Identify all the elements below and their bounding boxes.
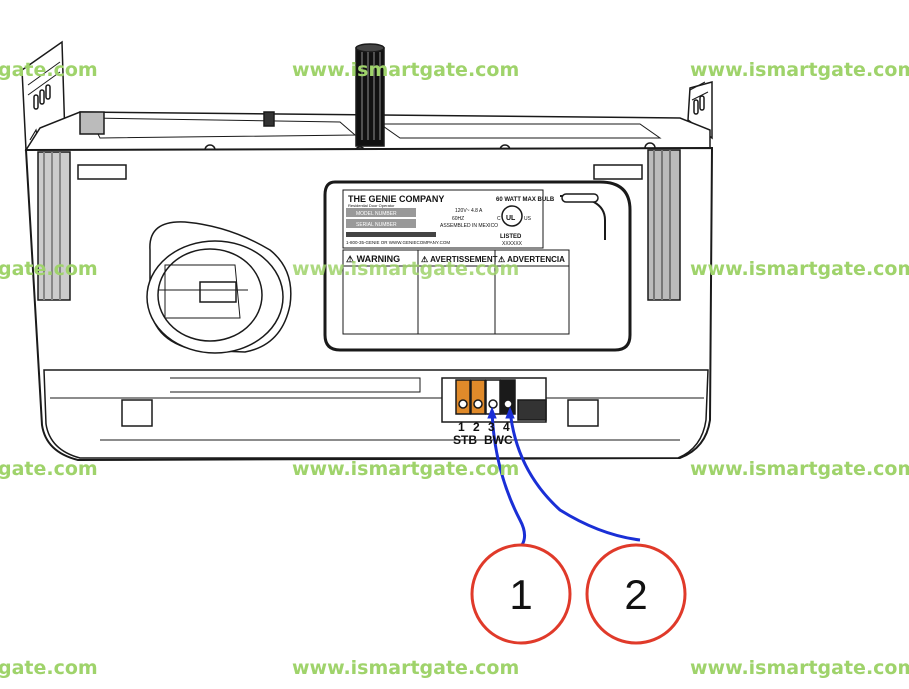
terminal-stb: STB — [453, 433, 477, 447]
terminal-2 — [470, 379, 486, 415]
watermark-left-3: gate.com — [0, 458, 98, 480]
terminal-number-2: 2 — [473, 420, 480, 434]
ul-c: C — [497, 216, 501, 222]
watermark-center-4: www.ismartgate.com — [292, 657, 520, 679]
terminal-number-1: 1 — [458, 420, 465, 434]
wire-1 — [490, 409, 527, 546]
label-bulb: 60 WATT MAX BULB — [496, 197, 555, 203]
watermark-right-1: www.ismartgate.com — [690, 59, 909, 81]
terminal-4 — [500, 379, 516, 415]
terminal-1 — [455, 379, 471, 415]
label-listed: LISTED — [500, 234, 522, 240]
ul-us: US — [524, 216, 532, 222]
warning-label: ⚠ WARNING — [346, 254, 400, 264]
label-serial: SERIAL NUMBER — [356, 222, 397, 228]
right-vent — [647, 149, 681, 301]
terminal-number-4: 4 — [503, 420, 510, 434]
label-phone: 1-800-35-GENIE OR WWW.GENIECOMPANY.COM — [346, 240, 450, 245]
watermark-center-3: www.ismartgate.com — [292, 458, 520, 480]
wire-2 — [508, 409, 641, 542]
label-listed-code: XXXXXX — [502, 241, 523, 247]
watermark-right-3: www.ismartgate.com — [690, 458, 909, 480]
label-rating: 120V~ 4.8 A — [455, 208, 483, 214]
watermark-left-4: gate.com — [0, 657, 98, 679]
label-model: MODEL NUMBER — [356, 211, 397, 217]
avertissement-label: ⚠ AVERTISSEMENT — [421, 255, 498, 264]
callout-circle-2 — [585, 543, 687, 645]
label-hz: 60HZ — [452, 216, 464, 222]
watermark-center-1: www.ismartgate.com — [292, 59, 520, 81]
ul-mark: UL — [506, 215, 516, 222]
callout-number-2: 2 — [624, 571, 647, 618]
watermark-right-2: www.ismartgate.com — [690, 258, 909, 280]
callout-circle-1 — [470, 543, 572, 645]
label-subtitle: Residential Door Operator — [348, 203, 395, 208]
terminal-number-3: 3 — [488, 420, 495, 434]
bulb-socket — [146, 221, 292, 354]
watermark-left-1: gate.com — [0, 59, 98, 81]
label-assembled: ASSEMBLED IN MEXICO — [440, 223, 498, 229]
watermark-center-2: www.ismartgate.com — [292, 258, 520, 280]
terminal-3 — [485, 379, 501, 415]
label-company: THE GENIE COMPANY — [348, 194, 444, 204]
watermark-right-4: www.ismartgate.com — [690, 657, 909, 679]
terminal-bwc: BWC — [484, 433, 513, 447]
advertencia-label: ⚠ ADVERTENCIA — [498, 255, 565, 264]
watermark-left-2: gate.com — [0, 258, 98, 280]
callout-number-1: 1 — [509, 571, 532, 618]
